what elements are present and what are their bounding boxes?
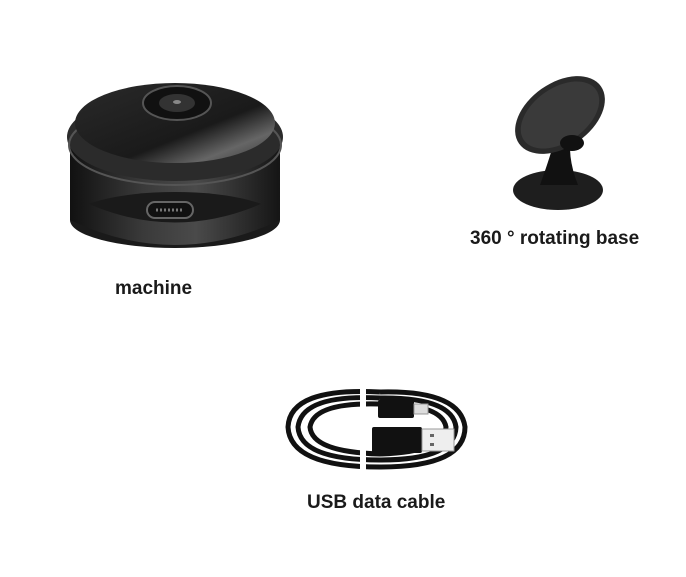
product-rotating-base	[500, 65, 630, 215]
label-rotating-base: 360 ° rotating base	[470, 228, 640, 249]
product-machine	[55, 45, 300, 255]
product-usb-cable	[280, 382, 475, 477]
label-machine: machine	[115, 278, 193, 299]
camera-icon	[67, 83, 283, 248]
usb-cable-icon	[285, 387, 468, 472]
rotating-base-icon	[513, 76, 605, 210]
label-usb-cable: USB data cable	[307, 492, 446, 513]
